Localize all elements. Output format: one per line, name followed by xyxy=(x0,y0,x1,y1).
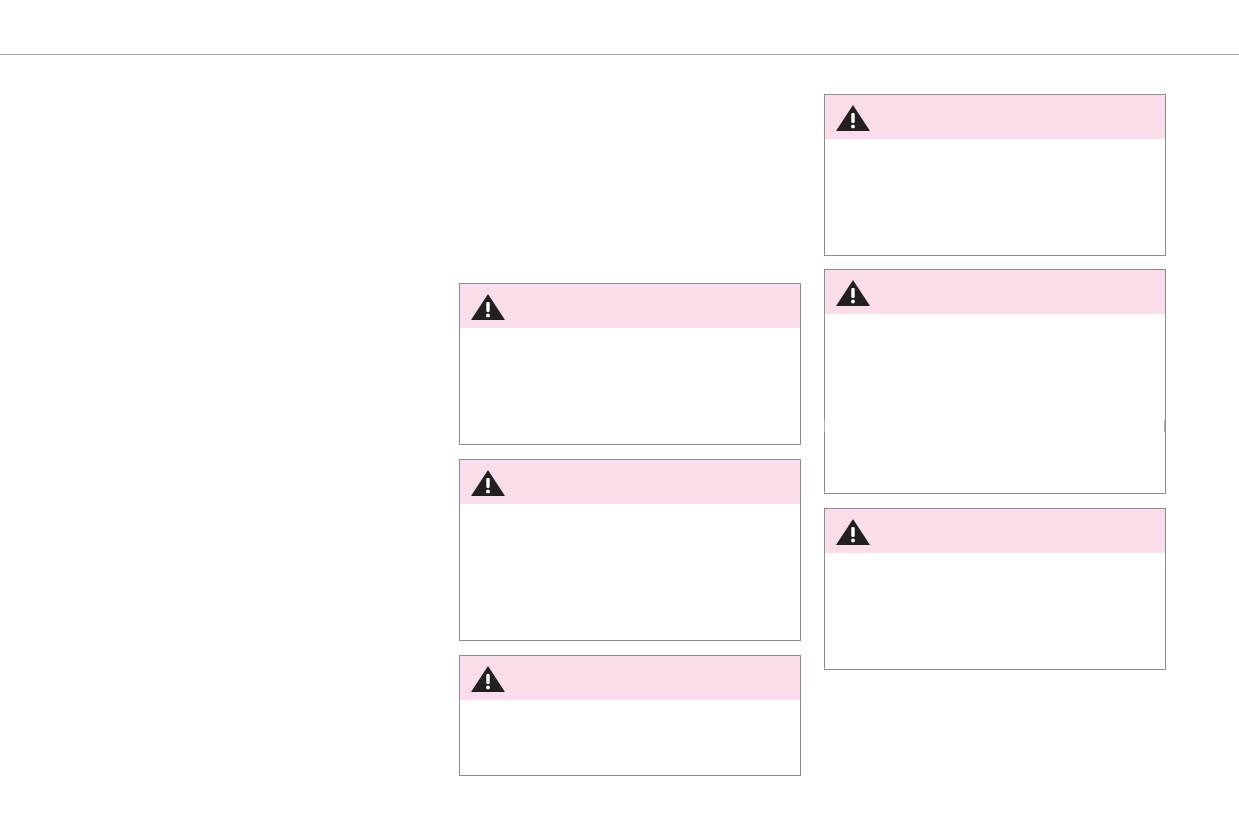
warning-box-5 xyxy=(824,269,1166,494)
warning-triangle-icon xyxy=(471,470,505,496)
warning-box-1 xyxy=(459,283,801,445)
warning-box-4 xyxy=(824,94,1166,256)
warning-box-2 xyxy=(459,459,801,641)
margin-tick xyxy=(1164,420,1165,432)
warning-header xyxy=(460,284,800,328)
warning-box-3 xyxy=(459,655,801,776)
warning-triangle-icon xyxy=(471,294,505,320)
warning-triangle-icon xyxy=(836,519,870,545)
warning-header xyxy=(460,656,800,700)
warning-header xyxy=(825,270,1165,314)
header-rule xyxy=(0,54,1239,55)
warning-header xyxy=(460,460,800,504)
warning-header xyxy=(825,95,1165,139)
warning-header xyxy=(825,509,1165,553)
warning-box-6 xyxy=(824,508,1166,670)
margin-tick xyxy=(824,420,825,432)
warning-triangle-icon xyxy=(836,280,870,306)
warning-triangle-icon xyxy=(471,666,505,692)
warning-triangle-icon xyxy=(836,105,870,131)
